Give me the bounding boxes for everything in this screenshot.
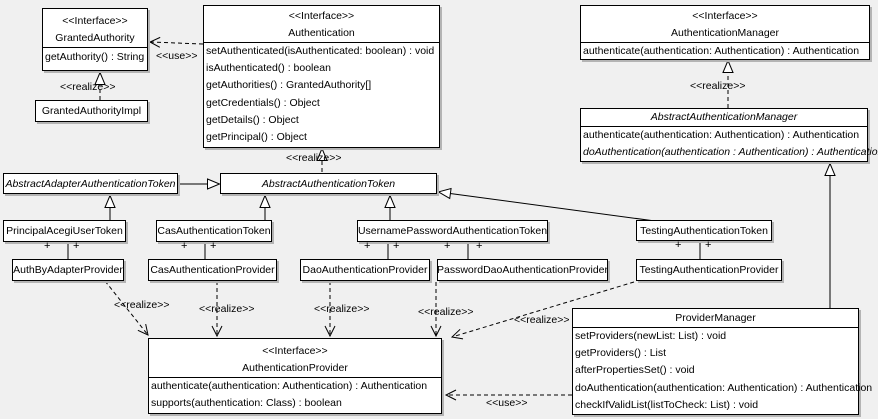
class-granted-authority[interactable]: <<Interface>> GrantedAuthority getAuthor… [42,8,148,71]
association-plus: + [393,240,400,252]
class-name: ProviderManager [675,312,756,324]
method: getDetails() : Object [206,113,299,126]
class-abstract-authentication-manager[interactable]: AbstractAuthenticationManager authentica… [580,108,878,162]
method: afterPropertiesSet() : void [575,364,695,377]
class-header: AbstractAuthenticationManager [581,109,867,126]
class-cas-authentication-token[interactable]: CasAuthenticationToken [156,220,272,242]
class-name: TestingAuthenticationToken [640,224,768,237]
method-list: setAuthenticated(isAuthenticated: boolea… [204,42,439,146]
class-name: CasAuthenticationToken [157,225,271,237]
edge-label-realize: <<realize>> [286,152,342,164]
method: getAuthorities() : GrantedAuthority[] [206,79,372,92]
method: authenticate(authentication: Authenticat… [583,45,860,57]
method: supports(authentication: Class) : boolea… [151,397,342,410]
edge-label-realize: <<realize>> [199,303,255,315]
method: getPrincipal() : Object [206,131,307,144]
class-name: GrantedAuthority [55,32,135,44]
class-name: CasAuthenticationProvider [150,264,275,276]
method: getCredentials() : Object [206,96,320,109]
class-granted-authority-impl[interactable]: GrantedAuthorityImpl [35,100,148,122]
class-username-password-authentication-token[interactable]: UsernamePasswordAuthenticationToken [357,220,548,242]
stereotype: <<Interface>> [62,15,128,27]
class-name: AbstractAdapterAuthenticationToken [5,177,176,190]
method-list: authenticate(authentication: Authenticat… [581,42,869,60]
association-plus: + [476,240,483,252]
association-plus: + [181,240,188,252]
class-name: AbstractAuthenticationToken [261,177,396,190]
class-name: AbstractAuthenticationManager [650,111,798,123]
method: isAuthenticated() : boolean [206,62,331,75]
class-header: <<Interface>> AuthenticationManager [581,6,869,42]
association-plus: + [705,239,712,251]
class-cas-authentication-provider[interactable]: CasAuthenticationProvider [148,259,277,281]
edge-realize-testingprovider [450,281,635,340]
class-name: PrincipalAcegiUserToken [6,225,123,237]
method: doAuthentication(authentication : Authen… [583,146,878,159]
class-name: TestingAuthenticationProvider [639,264,779,276]
stereotype: <<Interface>> [692,10,758,22]
class-name: DaoAuthenticationProvider [302,264,428,276]
class-header: <<Interface>> AuthenticationProvider [149,339,441,377]
method: authenticate(authentication: Authenticat… [583,129,860,141]
method: getProviders() : List [575,347,667,360]
association-plus: + [210,240,217,252]
association-plus: + [44,240,51,252]
edge-label-realize: <<realize>> [690,80,746,92]
class-header: <<Interface>> Authentication [204,6,439,42]
class-testing-authentication-provider[interactable]: TestingAuthenticationProvider [636,259,782,281]
class-provider-manager[interactable]: ProviderManager setProviders(newList: Li… [572,308,873,415]
class-dao-authentication-provider[interactable]: DaoAuthenticationProvider [300,259,430,281]
class-header: <<Interface>> GrantedAuthority [43,9,147,47]
edge-label-realize: <<realize>> [114,299,170,311]
class-name: AuthenticationProvider [242,362,348,374]
edge-label-realize: <<realize>> [418,306,474,318]
edge-label-realize: <<realize>> [314,303,370,315]
class-auth-by-adapter-provider[interactable]: AuthByAdapterProvider [12,259,124,281]
method-list: authenticate(authentication: Authenticat… [149,377,441,412]
class-authentication-provider[interactable]: <<Interface>> AuthenticationProvider aut… [148,338,442,414]
class-header: ProviderManager [573,309,858,327]
class-principal-acegi-user-token[interactable]: PrincipalAcegiUserToken [3,220,126,242]
class-name: AuthenticationManager [671,27,779,39]
method: checkIfValidList(listToCheck: List) : vo… [575,398,759,411]
method-list: setProviders(newList: List) : void getPr… [573,327,873,414]
edge-label-use: <<use>> [156,50,198,62]
association-plus: + [73,240,80,252]
method: authenticate(authentication: Authenticat… [151,380,428,392]
class-abstract-authentication-token[interactable]: AbstractAuthenticationToken [220,173,437,194]
edge-label-realize: <<realize>> [60,81,116,93]
method: getAuthority() : String [45,51,145,63]
association-plus: + [444,240,451,252]
stereotype: <<Interface>> [262,345,328,357]
class-abstract-adapter-authentication-token[interactable]: AbstractAdapterAuthenticationToken [3,173,178,194]
method: setProviders(newList: List) : void [575,330,727,342]
association-plus: + [675,239,682,251]
method-list: authenticate(authentication: Authenticat… [581,126,878,161]
edge-label-use: <<use>> [486,397,528,409]
class-testing-authentication-token[interactable]: TestingAuthenticationToken [636,220,772,241]
stereotype: <<Interface>> [288,10,355,22]
class-name: PasswordDaoAuthenticationProvider [437,264,609,276]
class-password-dao-authentication-provider[interactable]: PasswordDaoAuthenticationProvider [437,259,608,281]
edge-label-realize: <<realize>> [514,314,570,326]
method: doAuthentication(authentication: Authent… [575,381,873,394]
class-name: UsernamePasswordAuthenticationToken [357,225,548,237]
edge-generalization-testing-token-to-abstract-token [439,192,656,222]
edge-realize-authbyadapterprovider [104,280,149,336]
class-authentication-manager[interactable]: <<Interface>> AuthenticationManager auth… [580,5,870,60]
class-authentication[interactable]: <<Interface>> Authentication setAuthenti… [203,5,440,148]
class-name: AuthByAdapterProvider [13,264,123,276]
method: setAuthenticated(isAuthenticated: boolea… [206,45,435,57]
association-plus: + [364,240,371,252]
class-name: Authentication [288,27,355,39]
method-list: getAuthority() : String [43,47,147,67]
class-name: GrantedAuthorityImpl [41,105,142,117]
edge-use-authentication-to-grantedauthority [148,36,204,48]
